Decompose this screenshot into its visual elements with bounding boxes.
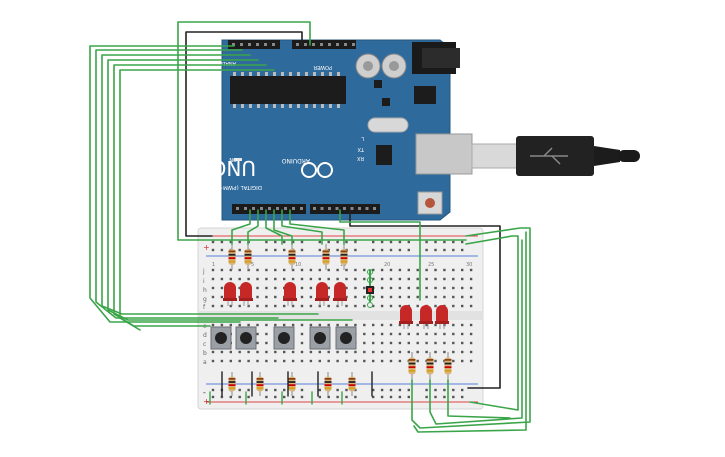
digital-label: DIGITAL (PWM~) [216,184,262,190]
push-button[interactable] [210,326,232,350]
center-jumper [366,269,374,308]
led[interactable] [283,282,297,306]
rx-label: RX [357,155,364,161]
led[interactable] [239,282,253,306]
resistor[interactable] [324,372,332,396]
row-letter-c: c [203,341,206,348]
wire-a2 [101,54,319,315]
resistor[interactable] [288,244,296,270]
wire-5v [177,21,467,241]
row-letter-h: h [203,287,207,294]
resistor[interactable] [426,352,434,380]
resistor[interactable] [288,372,296,396]
crystal-oscillator [367,117,409,133]
resistor[interactable] [228,244,236,270]
led[interactable] [315,282,329,306]
col-num-20: 20 [384,262,390,268]
row-letter-d: d [203,332,207,339]
col-num-30: 30 [466,262,472,268]
atmega-chip [230,76,346,104]
col-num-5: 5 [251,262,254,268]
row-letter-f: f [203,304,206,311]
wire-a3 [107,59,353,321]
rail-minus-label-bottom: - [203,388,206,397]
led[interactable] [333,282,347,306]
l-label: L [361,135,364,141]
led[interactable] [419,305,433,329]
on-label: ON [229,156,237,162]
led[interactable] [435,305,449,329]
col-num-25: 25 [428,262,434,268]
row-letter-a: a [203,359,207,366]
led[interactable] [399,305,413,329]
wire-gnd-top [185,31,303,237]
column-numbers: 1 5 10 15 20 25 30 [212,262,472,268]
rail-plus-label-bottom: + [203,397,210,406]
resistor[interactable] [340,244,348,270]
resistors [228,244,452,396]
col-num-10: 10 [295,262,301,268]
push-buttons [210,326,357,350]
col-num-15: 15 [340,262,346,268]
resistor[interactable] [244,244,252,270]
leds [223,282,449,329]
wire-a5 [119,69,275,331]
wire-a4 [113,64,267,327]
header-pins [232,43,376,210]
analog-header [228,40,280,49]
push-button[interactable] [335,326,357,350]
row-letter-i: i [203,278,205,285]
uno-logo: UNO [211,156,256,180]
push-button[interactable] [235,326,257,350]
row-letter-j: j [202,268,205,275]
voltage-regulator [414,86,436,104]
wire-a0 [89,45,241,323]
resistor[interactable] [256,372,264,396]
rail-plus-label-top: + [203,243,210,252]
analog-label: ANALOG IN [208,60,236,66]
resistor[interactable] [348,372,356,396]
push-button[interactable] [273,326,295,350]
push-button[interactable] [309,326,331,350]
resistor[interactable] [408,352,416,380]
resistor[interactable] [444,352,452,380]
row-letter-g: g [203,296,207,303]
arduino-infinity-logo [301,162,333,178]
arduino-brand: ARDUINO [281,157,310,164]
tx-label: TX [357,146,365,152]
power-header [292,40,356,49]
arduino-uno-board[interactable]: ANALOG IN POWER DIGITAL (PWM~) ON TX RX … [208,39,473,221]
wires [89,21,531,433]
usb-socket [415,133,473,175]
resistor[interactable] [228,372,236,396]
col-num-1: 1 [212,262,215,268]
led[interactable] [223,282,237,306]
wire-a1 [95,49,279,319]
resistor[interactable] [322,244,330,270]
wire-gnd-bottom [349,209,501,389]
row-letter-b: b [203,350,207,357]
power-label: POWER [313,64,332,70]
usb-plug-icon[interactable] [471,136,640,176]
